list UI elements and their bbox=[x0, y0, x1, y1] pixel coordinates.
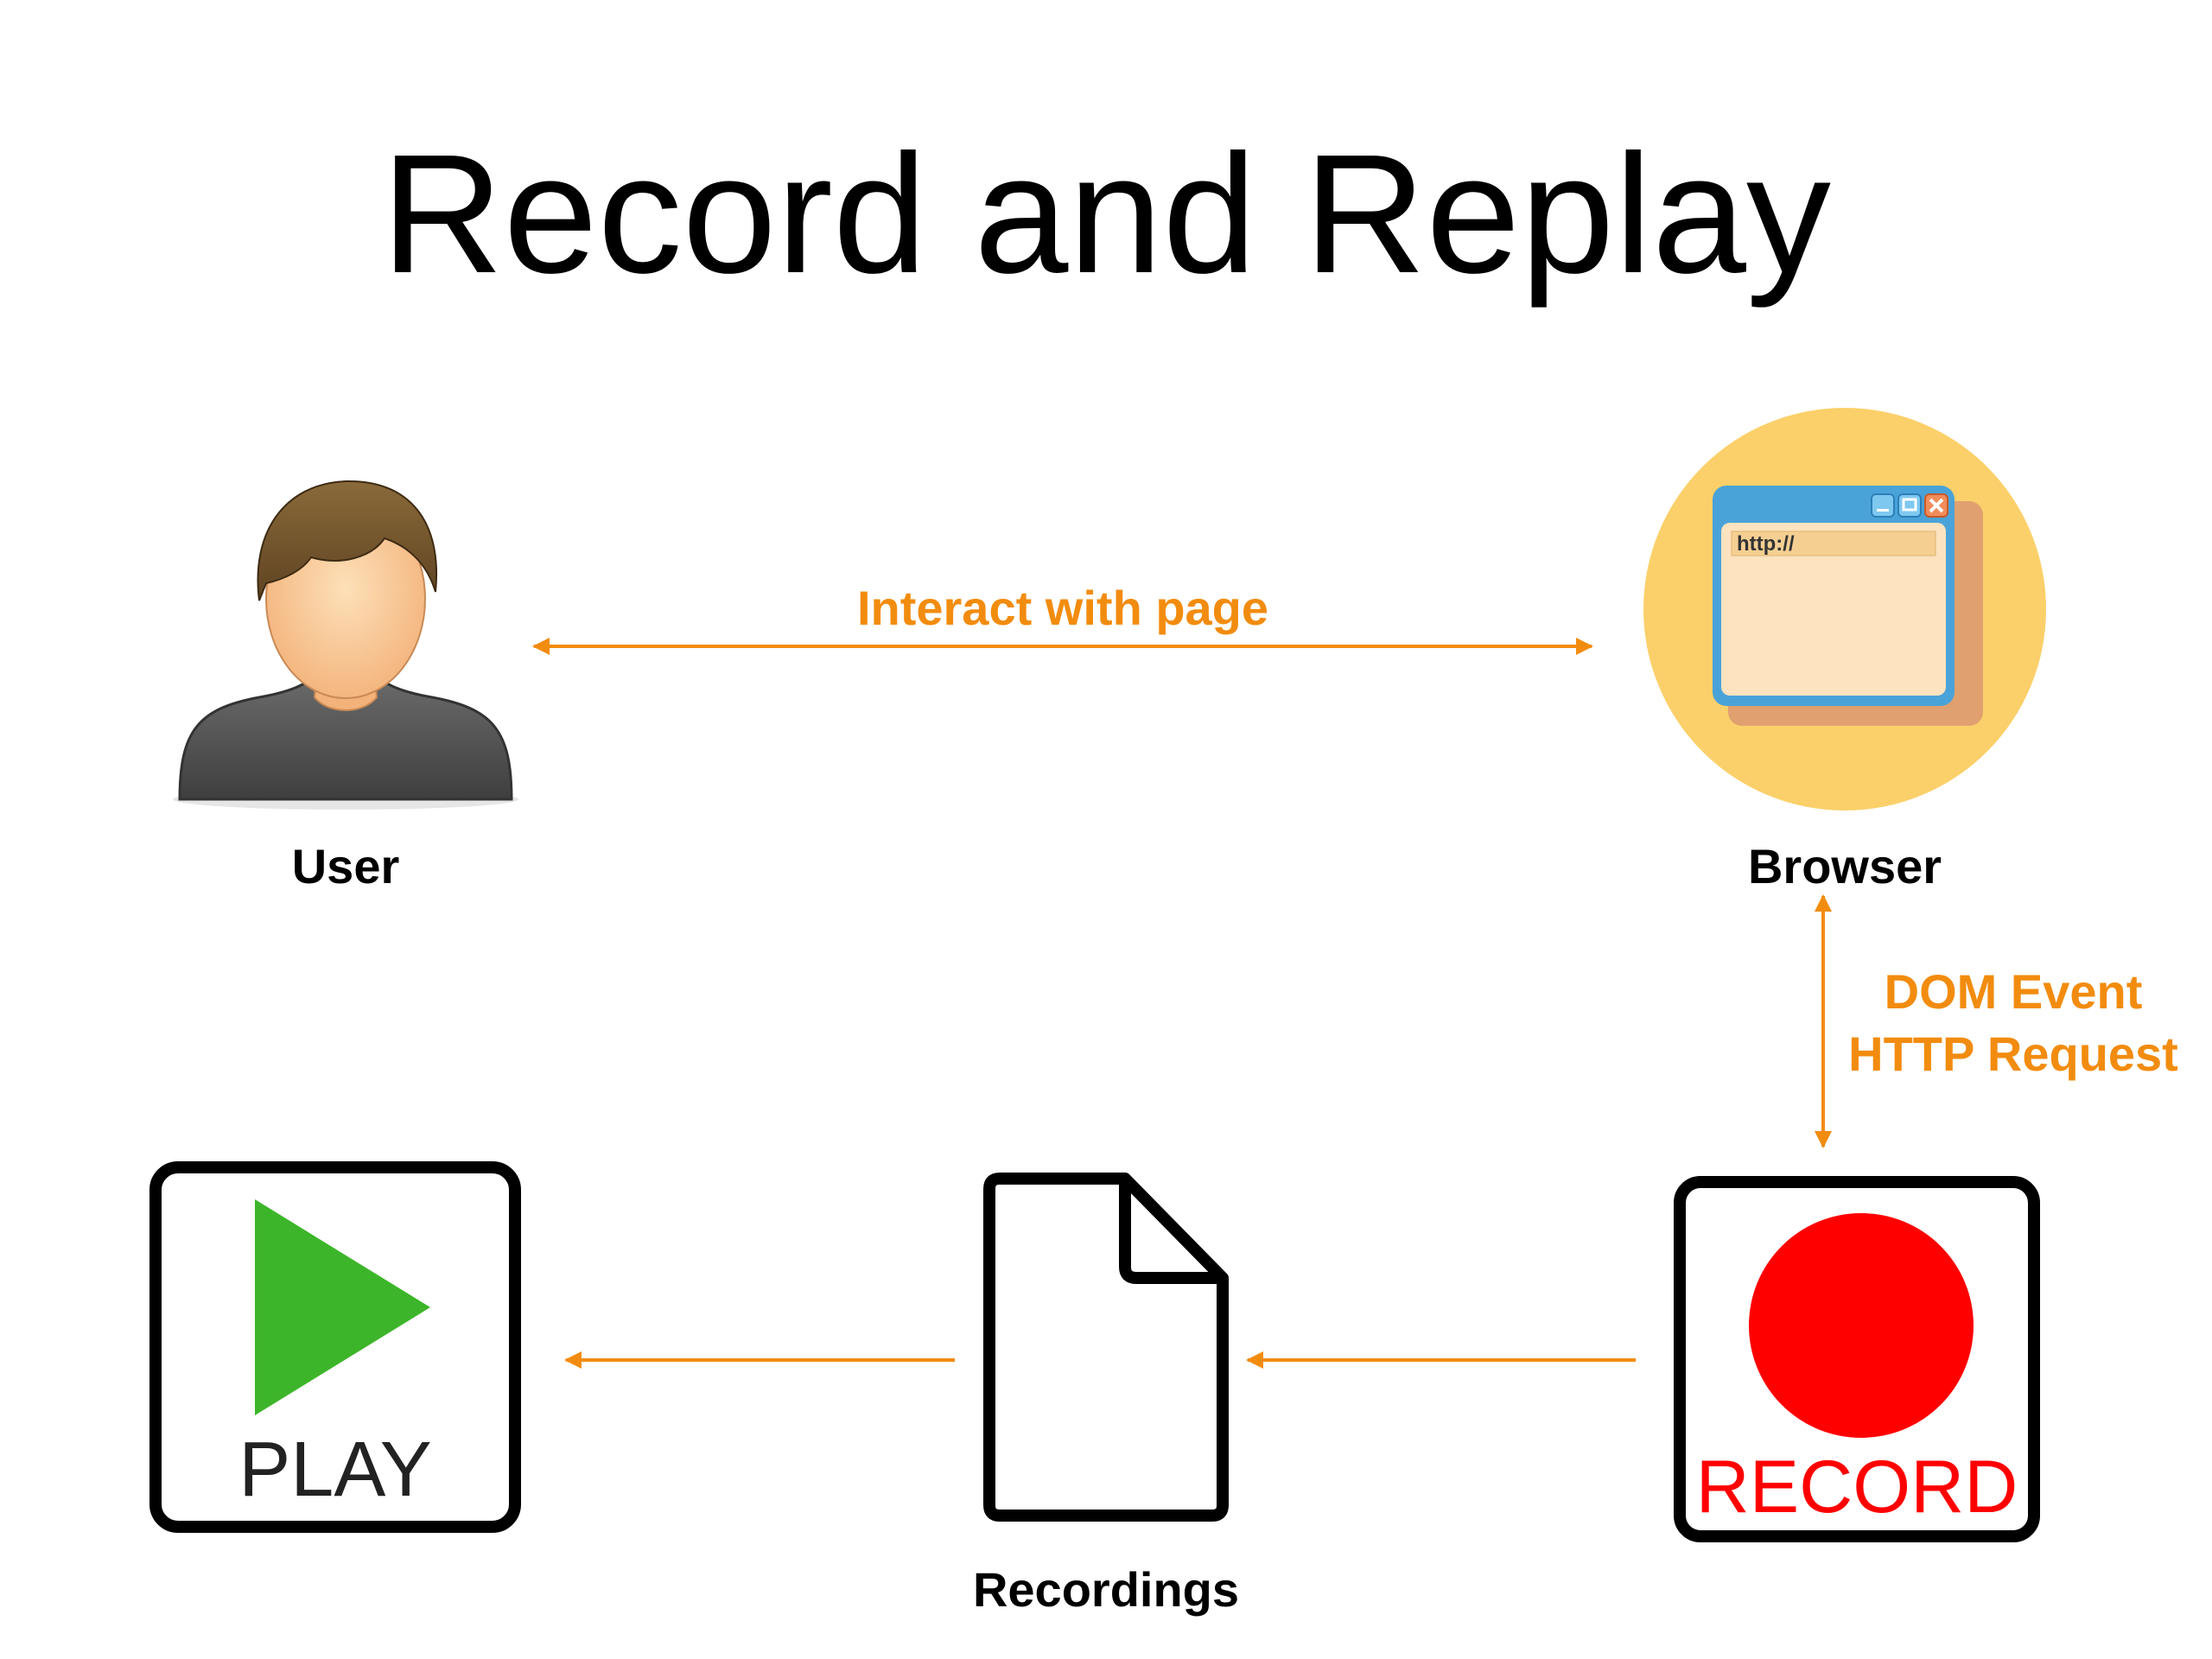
play-label: PLAY bbox=[238, 1427, 431, 1513]
node-label-recordings: Recordings bbox=[972, 1562, 1240, 1617]
document-icon bbox=[983, 1173, 1229, 1522]
edge-label-dom-http: DOM Event HTTP Request bbox=[1823, 961, 2203, 1084]
node-label-browser: Browser bbox=[1747, 839, 1942, 893]
record-button-icon: RECORD bbox=[1674, 1176, 2040, 1542]
edge-label-line-http-request: HTTP Request bbox=[1848, 1026, 2178, 1081]
play-button-icon: PLAY bbox=[149, 1161, 521, 1533]
node-label-user: User bbox=[291, 839, 400, 893]
edge-label-line-dom-event: DOM Event bbox=[1884, 964, 2143, 1019]
edge-label-interact: Interact with page bbox=[856, 581, 1269, 635]
browser-address-text: http:// bbox=[1737, 532, 1795, 556]
diagram-title: Record and Replay bbox=[381, 119, 1831, 308]
record-label: RECORD bbox=[1696, 1446, 2018, 1529]
user-avatar-icon bbox=[173, 480, 518, 810]
browser-window-icon: http:// bbox=[1643, 408, 2046, 810]
